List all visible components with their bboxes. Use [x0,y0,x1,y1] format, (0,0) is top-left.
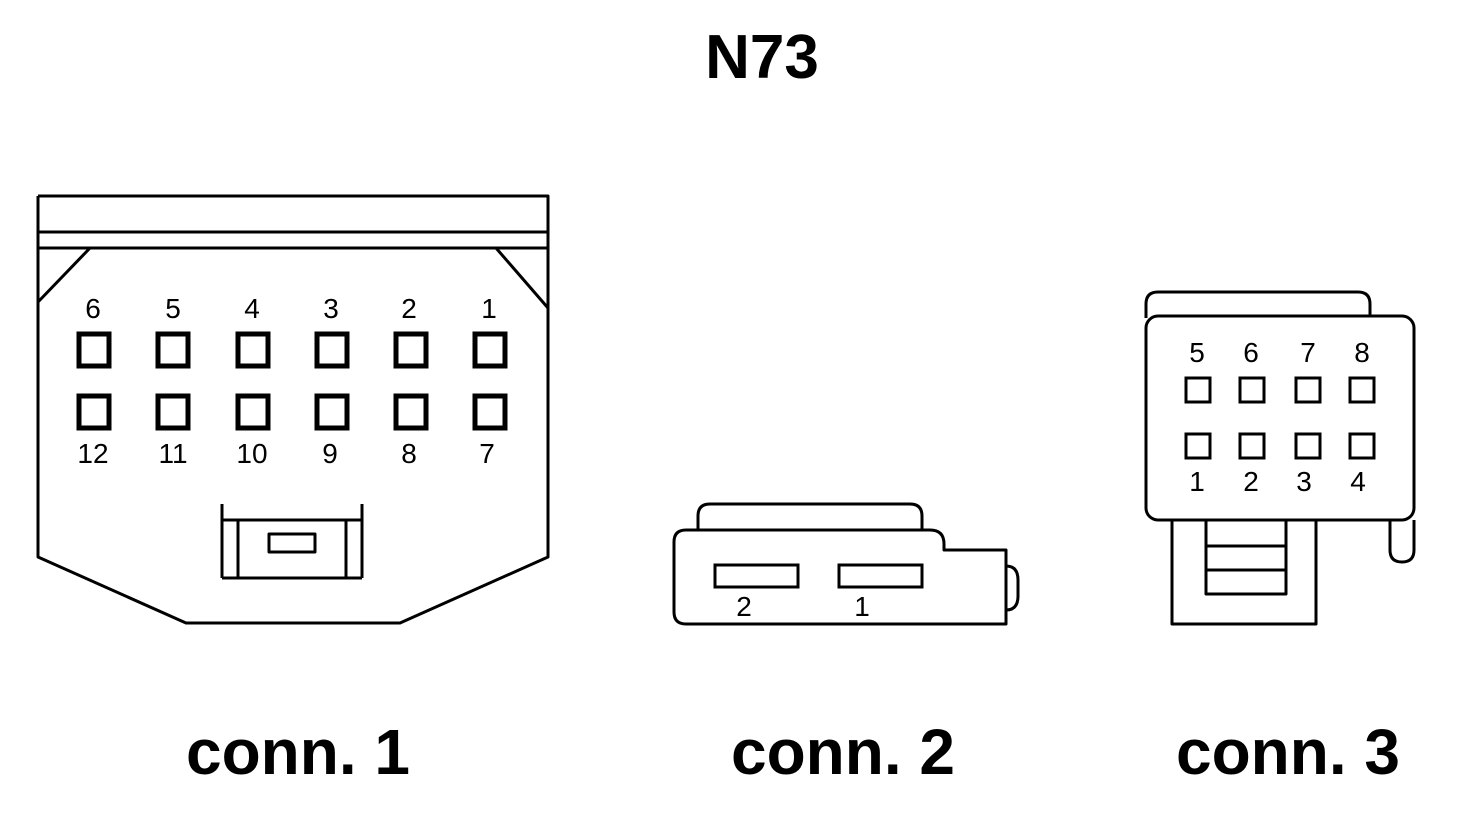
connector-2-housing [672,502,1020,626]
connector-1-pin-5 [155,331,191,369]
connector-3-pin-3 [1294,432,1322,460]
connector-1-pin-7 [472,393,508,431]
connector-3-bottom-row-pins [1184,432,1376,460]
connector-1-pin-label: 10 [236,438,267,469]
connector-1-pin-label: 9 [322,438,338,469]
connector-2: 2 1 conn. 2 [672,502,1020,788]
connector-1-pin-4 [235,331,271,369]
connector-2-label: conn. 2 [731,716,955,788]
connector-3-pin-label: 2 [1243,466,1259,497]
connector-1-pin-label: 2 [401,293,417,324]
connector-1: 6 5 4 3 2 1 12 11 10 9 8 7 conn. 1 [36,194,550,788]
connector-1-pin-2 [393,331,429,369]
connector-2-pin-1 [837,563,924,589]
connector-3-pin-label: 8 [1354,337,1370,368]
connector-3-housing [1144,290,1416,626]
connector-3-pin-8 [1348,376,1376,404]
connector-1-pin-label: 8 [401,438,417,469]
connector-1-pin-label: 6 [85,293,101,324]
connector-1-pin-label: 5 [165,293,181,324]
connector-2-pin-label: 1 [854,591,870,622]
connector-2-pin-2 [713,563,800,589]
connector-1-pin-label: 3 [323,293,339,324]
connector-3-pin-5 [1184,376,1212,404]
connector-1-pin-label: 11 [158,438,187,469]
connector-1-pin-1 [472,331,508,369]
connector-1-housing [36,194,550,625]
connector-3-label: conn. 3 [1176,716,1400,788]
connector-3-top-row-pins [1184,376,1376,404]
connector-1-pin-11 [155,393,191,431]
connector-1-bottom-row-pins [76,393,508,431]
connector-3: 5 6 7 8 1 2 3 4 conn. 3 [1144,290,1416,788]
connector-1-pin-10 [235,393,271,431]
connector-1-label: conn. 1 [186,716,410,788]
connector-3-pin-label: 5 [1189,337,1205,368]
connector-3-pin-label: 7 [1300,337,1316,368]
connector-3-pin-7 [1294,376,1322,404]
connector-2-pin-label: 2 [736,591,752,622]
connector-3-pin-label: 3 [1296,466,1312,497]
connector-1-pin-label: 4 [244,293,260,324]
connector-1-pin-label: 12 [77,438,108,469]
connector-1-pin-6 [76,331,112,369]
connector-3-pin-label: 1 [1189,466,1205,497]
connector-3-pin-label: 6 [1243,337,1259,368]
connector-3-pin-6 [1238,376,1266,404]
connector-1-pin-9 [314,393,350,431]
connector-1-pin-12 [76,393,112,431]
connector-1-pin-label: 1 [481,293,497,324]
connector-3-pin-1 [1184,432,1212,460]
connector-1-top-row-pins [76,331,508,369]
connector-1-pin-3 [314,331,350,369]
connector-3-pin-2 [1238,432,1266,460]
connector-3-pin-4 [1348,432,1376,460]
diagram-title: N73 [705,23,819,92]
connector-3-pin-label: 4 [1350,466,1366,497]
connector-1-pin-8 [393,393,429,431]
connector-1-pin-label: 7 [479,438,495,469]
